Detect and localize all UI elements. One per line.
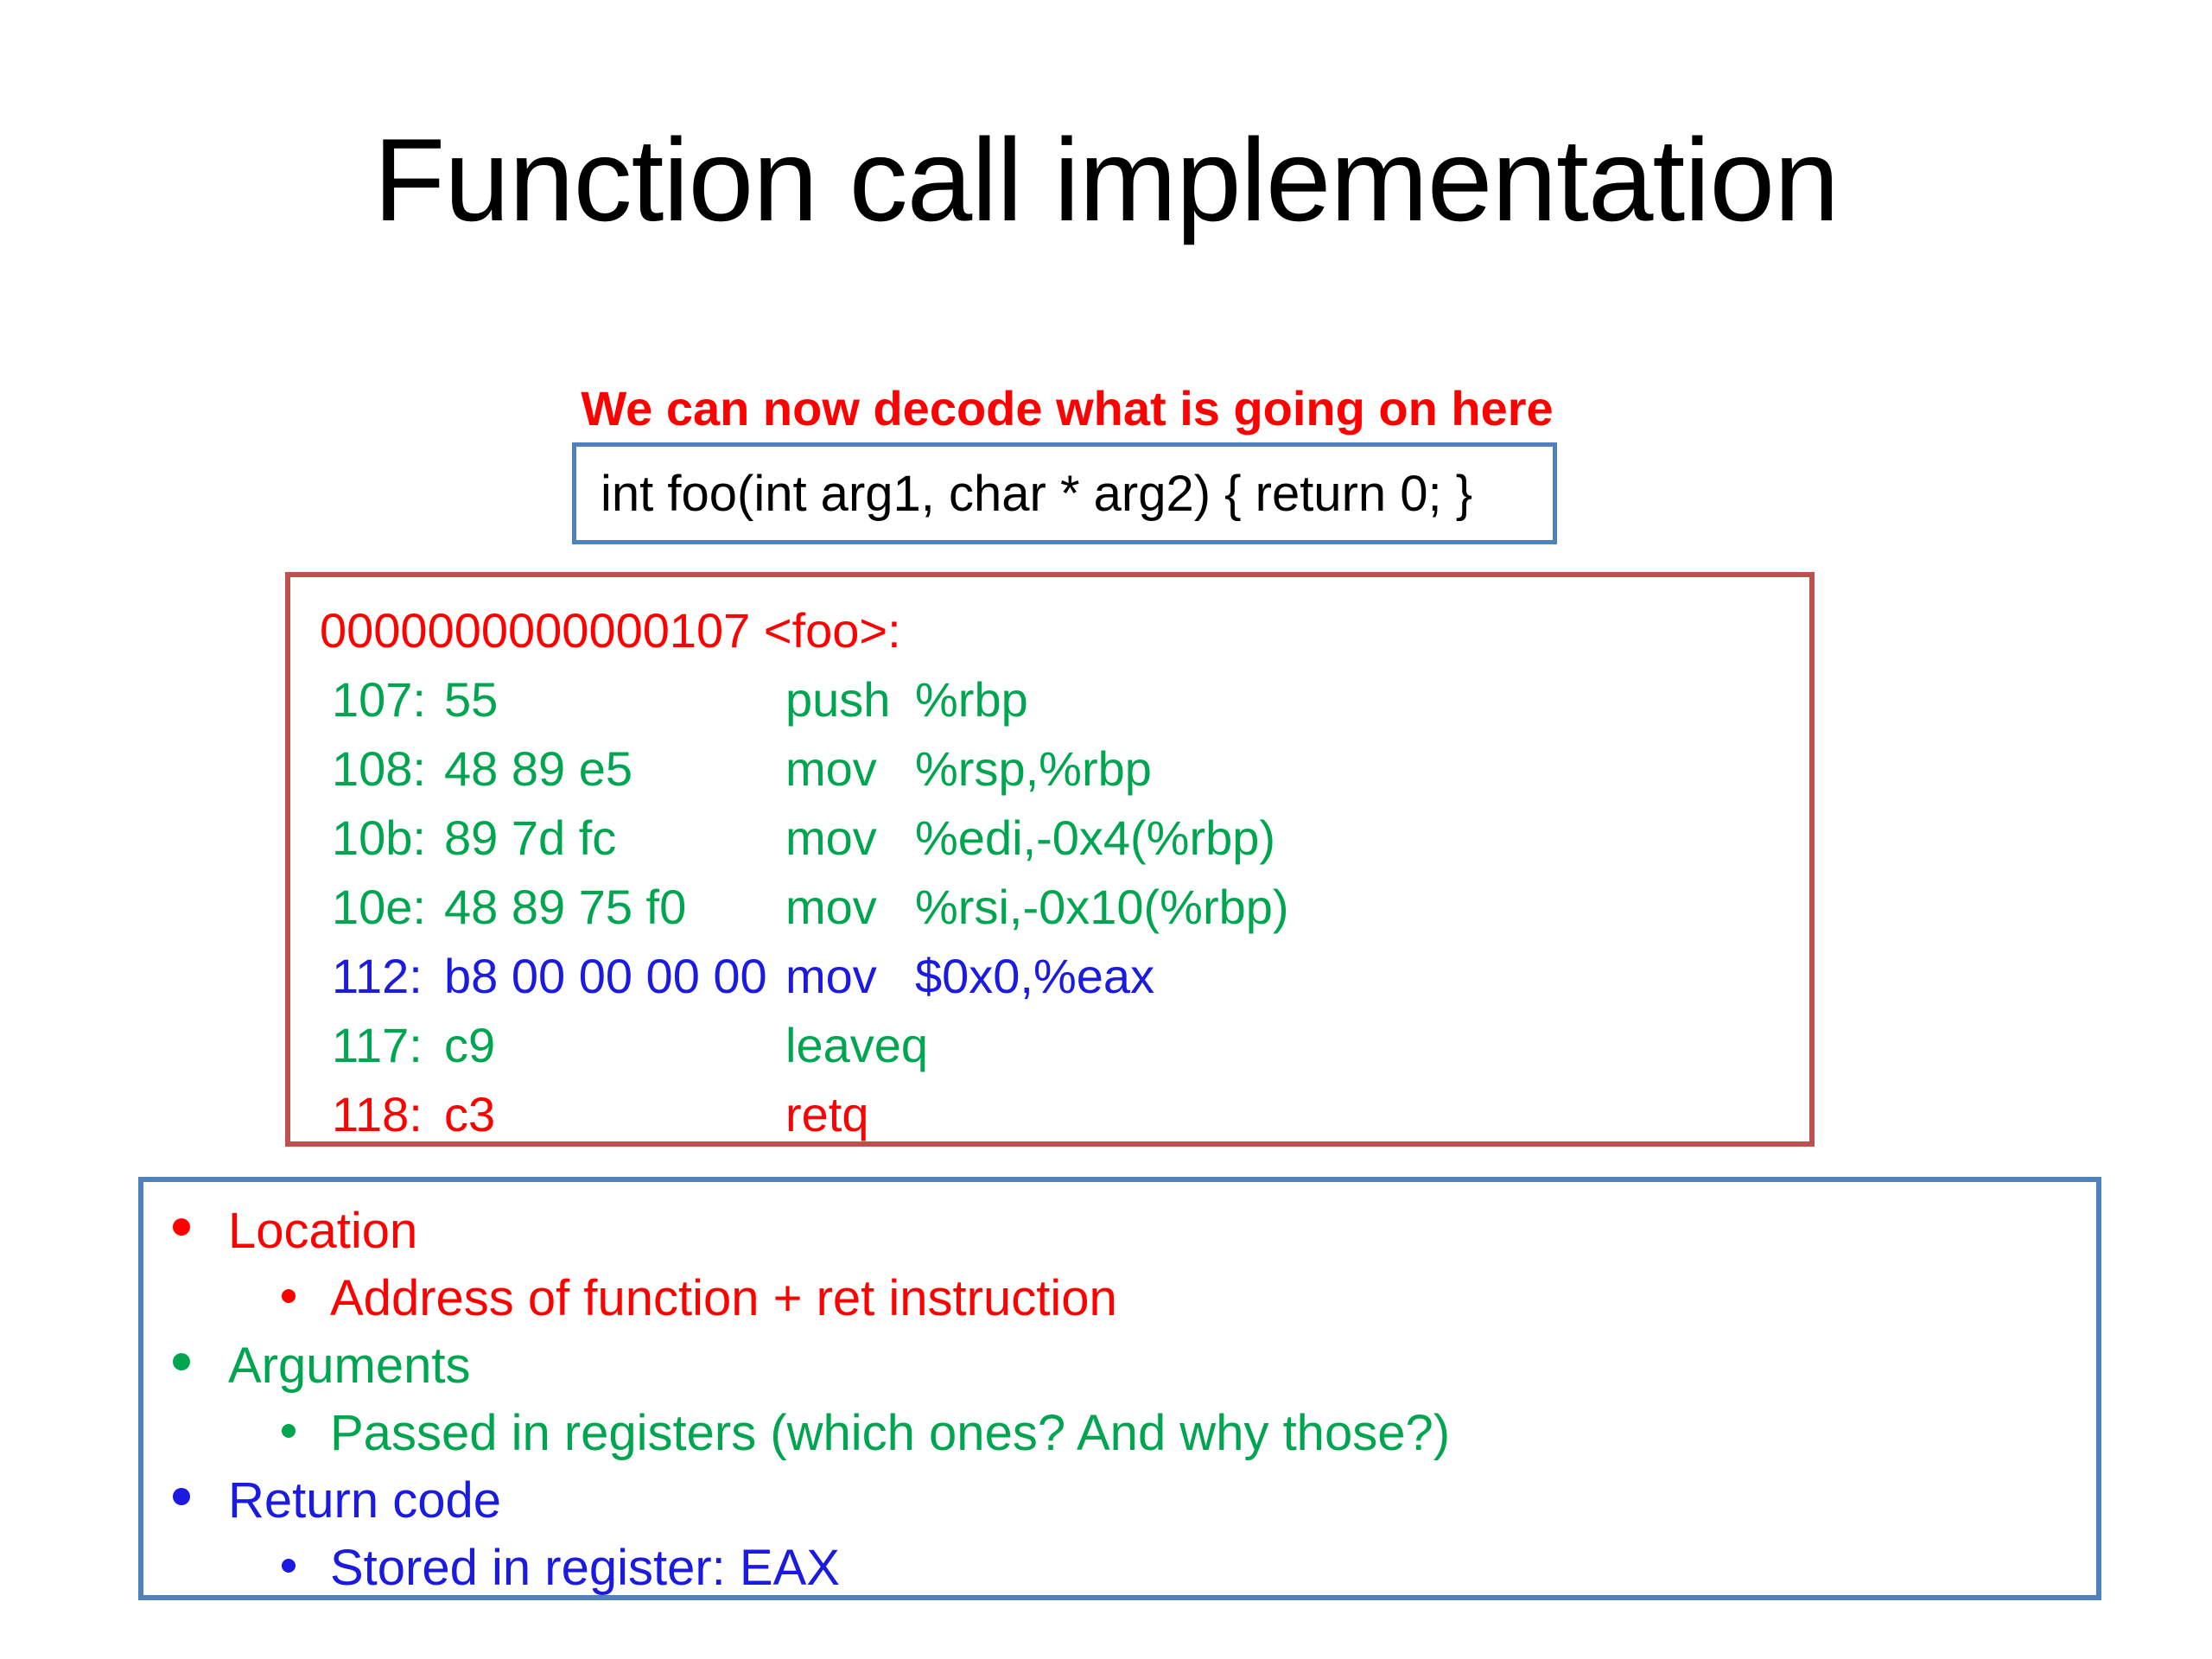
instruction-operands: %rsp,%rbp xyxy=(915,741,1152,796)
instruction-operands: $0x0,%eax xyxy=(915,949,1155,1003)
instruction-bytes: c3 xyxy=(444,1087,496,1141)
instruction-mnemonic: push xyxy=(785,672,891,727)
instruction-mnemonic: mov xyxy=(785,880,877,934)
disassembly-row: 10b: 89 7d fc mov %edi,-0x4(%rbp) xyxy=(320,804,1809,873)
bullet-label: Return code xyxy=(228,1472,501,1529)
page-title: Function call implementation xyxy=(373,114,1840,245)
bullet-item: Return code xyxy=(143,1467,2096,1535)
bullet-label: Location xyxy=(228,1203,418,1259)
instruction-address: 108: xyxy=(332,741,426,796)
instruction-operands: %rbp xyxy=(915,672,1028,727)
bullet-label: Address of function + ret instruction xyxy=(330,1270,1117,1326)
instruction-mnemonic: mov xyxy=(785,810,877,865)
lead-in-text: We can now decode what is going on here xyxy=(581,381,1554,435)
instruction-operands: %rsi,-0x10(%rbp) xyxy=(915,880,1289,934)
bullet-dot-icon xyxy=(173,1488,190,1505)
bullet-item: Arguments xyxy=(143,1332,2096,1400)
instruction-address: 117: xyxy=(332,1018,423,1072)
instruction-bytes: 48 89 e5 xyxy=(444,741,632,796)
function-signature-box: int foo(int arg1, char * arg2) { return … xyxy=(572,442,1557,544)
instruction-address: 107: xyxy=(332,672,426,727)
bullet-item: Location xyxy=(143,1198,2096,1265)
disassembly-header: 0000000000000107 <foo>: xyxy=(320,603,901,658)
instruction-bytes: 48 89 75 f0 xyxy=(444,880,687,934)
disassembly-row: 107: 55 push %rbp xyxy=(320,665,1809,734)
instruction-mnemonic: mov xyxy=(785,949,877,1003)
instruction-bytes: 55 xyxy=(444,672,499,727)
bullet-dot-icon xyxy=(282,1289,296,1303)
bullet-label: Stored in register: EAX xyxy=(330,1540,840,1596)
instruction-address: 112: xyxy=(332,949,423,1003)
instruction-operands: %edi,-0x4(%rbp) xyxy=(915,810,1276,865)
bullet-item: Stored in register: EAX xyxy=(143,1535,2096,1602)
bullet-label: Arguments xyxy=(228,1338,471,1394)
bullet-item: Passed in registers (which ones? And why… xyxy=(143,1400,2096,1467)
bullet-dot-icon xyxy=(173,1218,190,1236)
bullet-dot-icon xyxy=(282,1559,296,1573)
instruction-address: 10e: xyxy=(332,880,426,934)
disassembly-row: 108: 48 89 e5 mov %rsp,%rbp xyxy=(320,734,1809,804)
disassembly-row: 117: c9 leaveq xyxy=(320,1011,1809,1080)
bullet-dot-icon xyxy=(282,1424,296,1438)
instruction-bytes: c9 xyxy=(444,1018,496,1072)
instruction-mnemonic: mov xyxy=(785,741,877,796)
function-signature-text: int foo(int arg1, char * arg2) { return … xyxy=(601,465,1473,522)
bullet-dot-icon xyxy=(173,1353,190,1370)
disassembly-row: 10e: 48 89 75 f0 mov %rsi,-0x10(%rbp) xyxy=(320,873,1809,942)
instruction-bytes: 89 7d fc xyxy=(444,810,617,865)
instruction-bytes: b8 00 00 00 00 xyxy=(444,949,767,1003)
bullet-label: Passed in registers (which ones? And why… xyxy=(330,1405,1451,1461)
disassembly-row: 118: c3 retq xyxy=(320,1080,1809,1149)
instruction-mnemonic: leaveq xyxy=(785,1018,929,1072)
instruction-address: 10b: xyxy=(332,810,426,865)
instruction-address: 118: xyxy=(332,1087,423,1141)
bullet-item: Address of function + ret instruction xyxy=(143,1265,2096,1332)
instruction-mnemonic: retq xyxy=(785,1087,869,1141)
disassembly-row: 112: b8 00 00 00 00 mov $0x0,%eax xyxy=(320,942,1809,1011)
